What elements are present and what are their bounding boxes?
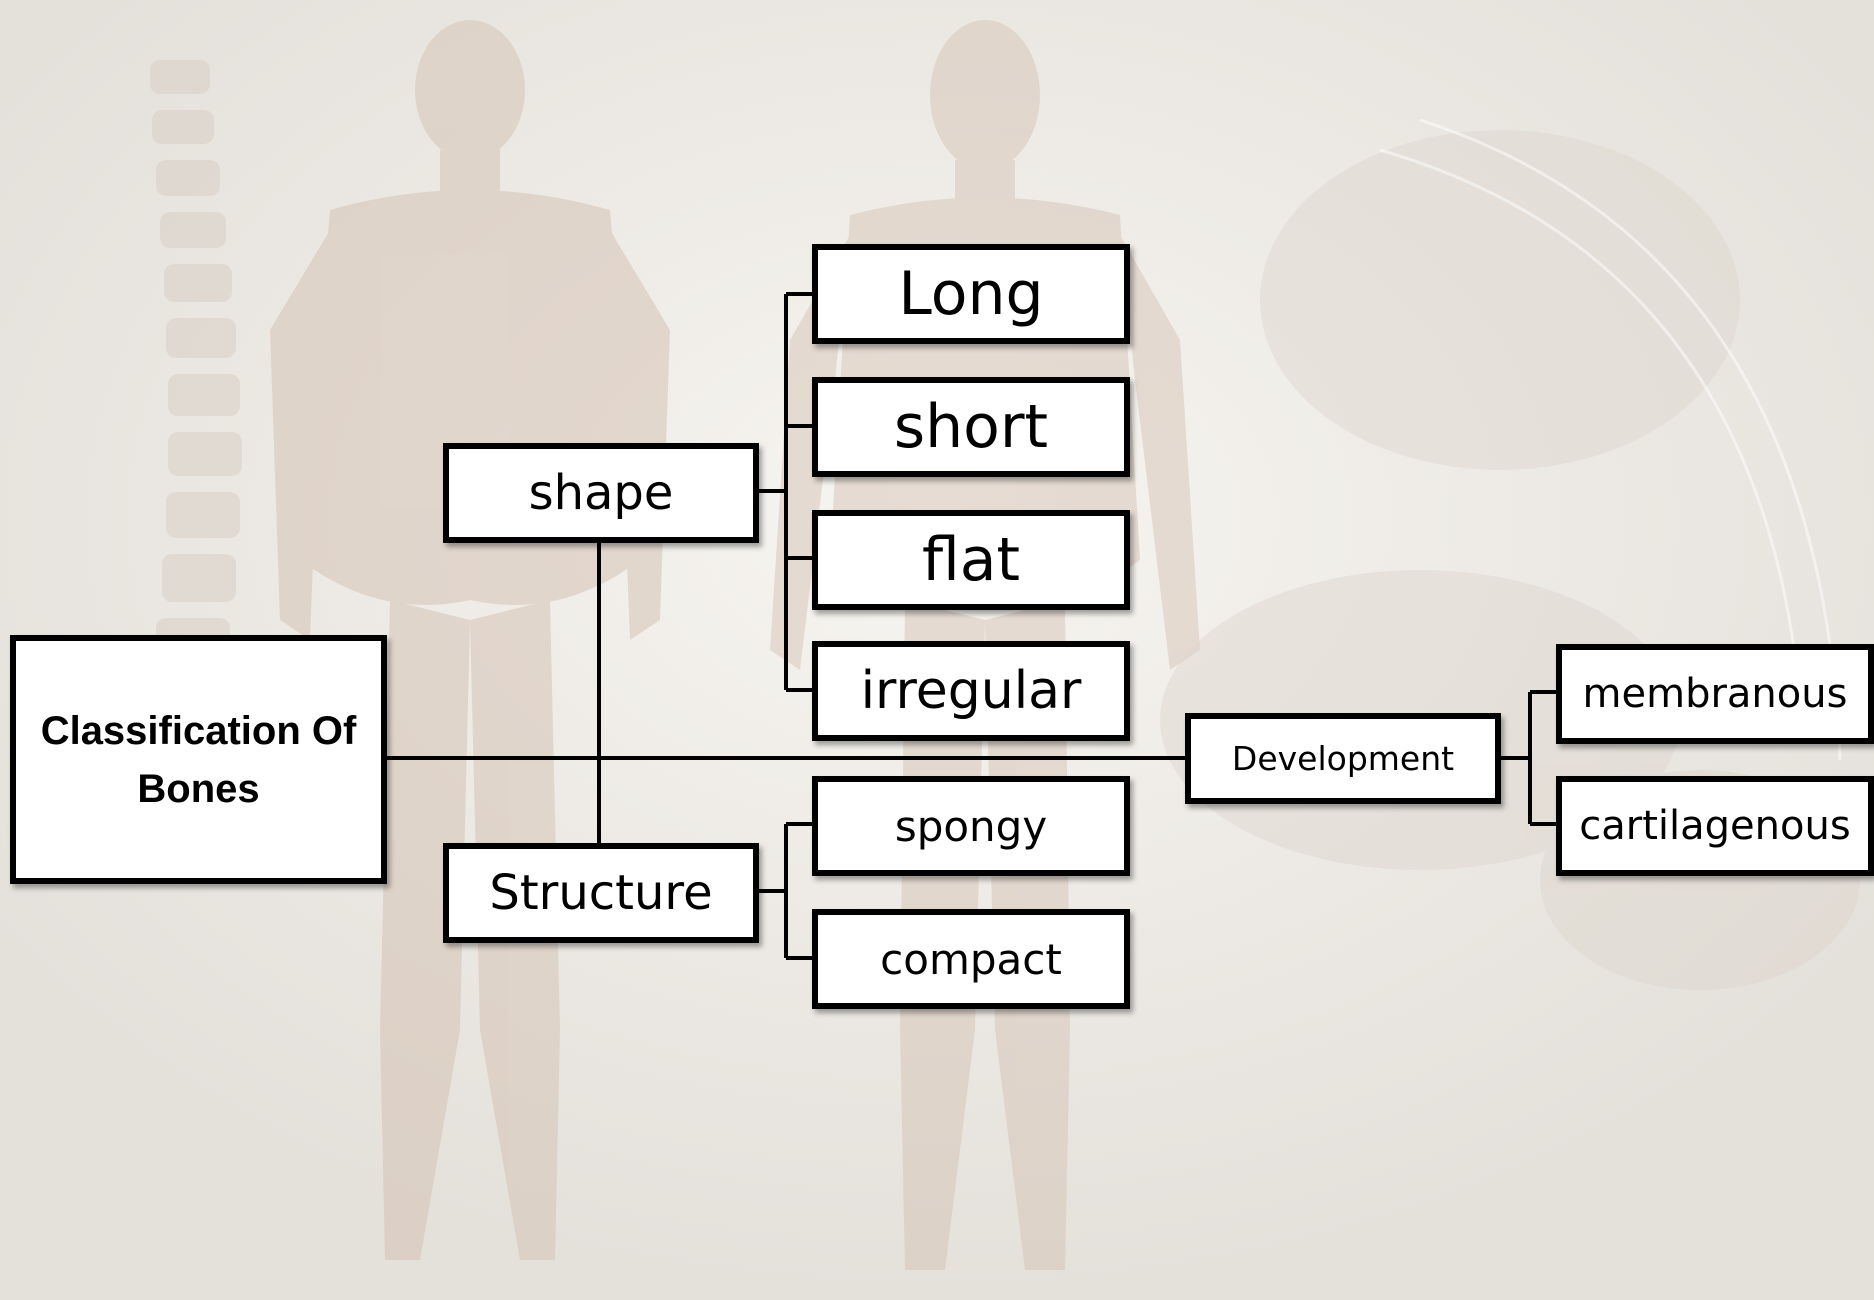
irregular-node: irregular xyxy=(812,641,1130,741)
development-node: Development xyxy=(1185,713,1501,804)
long-node-label: Long xyxy=(898,259,1044,329)
short-node-label: short xyxy=(893,392,1049,462)
membranous-node: membranous xyxy=(1556,644,1874,744)
irregular-node-label: irregular xyxy=(860,661,1082,721)
flat-node-label: flat xyxy=(921,525,1021,595)
cartilagenous-node: cartilagenous xyxy=(1556,776,1874,876)
membranous-node-label: membranous xyxy=(1582,671,1848,717)
shape-node: shape xyxy=(443,443,759,543)
spongy-node: spongy xyxy=(812,776,1130,876)
structure-node: Structure xyxy=(443,843,759,943)
spongy-node-label: spongy xyxy=(894,801,1048,851)
compact-node: compact xyxy=(812,909,1130,1009)
development-node-label: Development xyxy=(1231,739,1455,778)
root-node: Classification Of Bones xyxy=(10,635,387,884)
cartilagenous-node-label: cartilagenous xyxy=(1579,803,1851,849)
shape-node-label: shape xyxy=(528,465,674,521)
short-node: short xyxy=(812,377,1130,477)
compact-node-label: compact xyxy=(880,934,1062,984)
structure-node-label: Structure xyxy=(489,865,713,921)
flat-node: flat xyxy=(812,510,1130,610)
long-node: Long xyxy=(812,244,1130,344)
root-node-label: Classification Of Bones xyxy=(40,708,357,811)
